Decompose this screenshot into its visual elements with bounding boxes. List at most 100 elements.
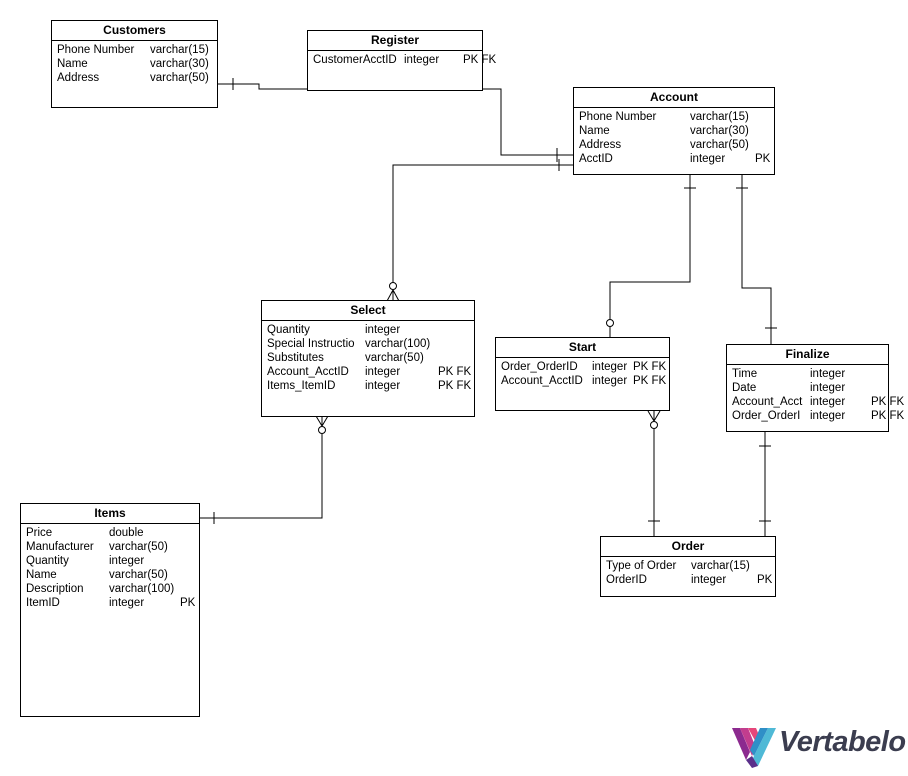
column-name: Account_AcctID xyxy=(501,375,583,387)
column-name: Phone Number xyxy=(579,111,657,123)
rel-account-start[interactable] xyxy=(606,175,697,338)
column-row[interactable]: Price double xyxy=(21,526,199,540)
entity-title: Register xyxy=(308,31,482,51)
entity-title: Finalize xyxy=(727,345,888,365)
rel-items-select[interactable] xyxy=(199,415,329,524)
column-type: integer xyxy=(691,574,727,586)
column-name: Name xyxy=(26,569,57,581)
column-row[interactable]: Manufacturer varchar(50) xyxy=(21,540,199,554)
rel-order-finalize[interactable] xyxy=(759,432,771,537)
column-row[interactable]: Date integer xyxy=(727,381,888,395)
entity-title: Account xyxy=(574,88,774,108)
column-key: PK xyxy=(757,574,773,586)
column-row[interactable]: Special Instructio varchar(100) xyxy=(262,337,474,351)
rel-account-finalize[interactable] xyxy=(736,175,777,345)
column-type: integer xyxy=(365,366,401,378)
column-type: integer xyxy=(810,382,846,394)
column-type: varchar(15) xyxy=(150,44,209,56)
column-row[interactable]: Name varchar(30) xyxy=(52,57,217,71)
column-name: Name xyxy=(57,58,88,70)
column-row[interactable]: Time integer xyxy=(727,367,888,381)
column-type: integer xyxy=(404,54,440,66)
column-type: varchar(100) xyxy=(365,338,431,350)
column-type: integer xyxy=(690,153,726,165)
column-name: Address xyxy=(579,139,622,151)
column-key: PK FK xyxy=(438,366,472,378)
column-type: varchar(15) xyxy=(690,111,749,123)
column-name: Manufacturer xyxy=(26,541,94,553)
column-name: Special Instructio xyxy=(267,338,355,350)
column-key: PK FK xyxy=(463,54,497,66)
column-key: PK FK xyxy=(633,375,667,387)
column-name: Phone Number xyxy=(57,44,135,56)
rel-order-start[interactable] xyxy=(647,410,661,537)
column-row[interactable]: AcctID integer PK xyxy=(574,152,774,166)
column-type: integer xyxy=(109,597,145,609)
column-name: AcctID xyxy=(579,153,613,165)
column-name: Time xyxy=(732,368,758,380)
column-row[interactable]: Account_AcctID integer PK FK xyxy=(496,374,669,388)
entity-title: Select xyxy=(262,301,474,321)
column-row[interactable]: Address varchar(50) xyxy=(574,138,774,152)
column-type: integer xyxy=(810,410,846,422)
column-key: PK xyxy=(755,153,771,165)
column-row[interactable]: Quantity integer xyxy=(262,323,474,337)
column-row[interactable]: Phone Number varchar(15) xyxy=(574,110,774,124)
column-name: Items_ItemID xyxy=(267,380,336,392)
column-name: Quantity xyxy=(267,324,310,336)
rel-customers-register[interactable] xyxy=(217,78,308,90)
column-name: Date xyxy=(732,382,757,394)
column-row[interactable]: CustomerAcctID integer PK FK xyxy=(308,53,496,67)
column-name: Substitutes xyxy=(267,352,324,364)
column-type: double xyxy=(109,527,144,539)
rel-register-account[interactable] xyxy=(482,88,574,162)
column-type: varchar(30) xyxy=(150,58,209,70)
column-row[interactable]: Phone Number varchar(15) xyxy=(52,43,217,57)
column-type: integer xyxy=(810,368,846,380)
rel-account-select[interactable] xyxy=(386,159,574,302)
column-key: PK FK xyxy=(871,396,905,408)
column-type: integer xyxy=(365,324,401,336)
column-key: PK FK xyxy=(871,410,905,422)
column-key: PK FK xyxy=(438,380,472,392)
column-name: CustomerAcctID xyxy=(313,54,397,66)
column-name: Order_OrderID xyxy=(501,361,578,373)
column-type: varchar(50) xyxy=(109,541,168,553)
entity-title: Order xyxy=(601,537,775,557)
column-name: ItemID xyxy=(26,597,60,609)
column-row[interactable]: Name varchar(50) xyxy=(21,568,199,582)
column-name: Quantity xyxy=(26,555,69,567)
column-type: integer xyxy=(592,361,628,373)
column-type: varchar(50) xyxy=(109,569,168,581)
column-name: Price xyxy=(26,527,53,539)
entity-title: Start xyxy=(496,338,669,358)
entity-title: Items xyxy=(21,504,199,524)
column-type: varchar(50) xyxy=(690,139,749,151)
entity-title: Customers xyxy=(52,21,217,41)
column-name: Account_Acct xyxy=(732,396,803,408)
vertabelo-logo: Vertabelo xyxy=(732,724,906,770)
column-type: integer xyxy=(592,375,628,387)
